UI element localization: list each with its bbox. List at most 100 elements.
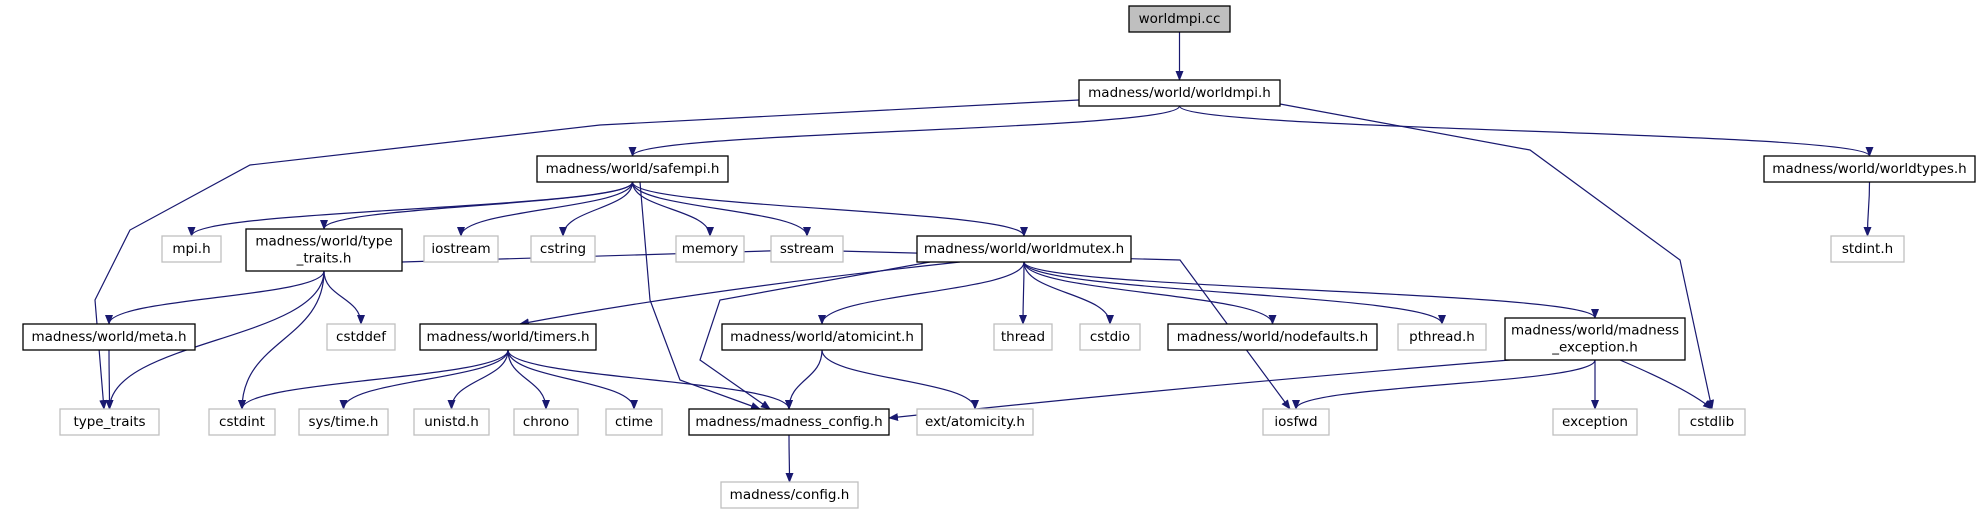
node-label: madness/world/type [255, 234, 392, 250]
node-box [413, 408, 490, 436]
node-label: chrono [523, 414, 569, 430]
node-thread: thread [993, 323, 1053, 351]
node-chrono: chrono [513, 408, 579, 436]
edge-timers-h-to-ctime [507, 349, 638, 410]
node-box [22, 323, 196, 351]
node-meta-h[interactable]: madness/world/meta.h [22, 323, 196, 351]
node-label: madness/madness_config.h [695, 414, 882, 430]
node-label: unistd.h [424, 414, 479, 430]
node-label: exception [1562, 414, 1628, 430]
node-box [1079, 323, 1141, 351]
edge-worldmutex-h-to-atomicint-h [818, 261, 1025, 325]
node-iosfwd: iosfwd [1262, 408, 1330, 436]
edge-safempi-h-to-cstring [559, 181, 634, 237]
node-label: sys/time.h [309, 414, 379, 430]
node-memory: memory [675, 235, 745, 263]
node-box [298, 408, 389, 436]
node-box [916, 235, 1132, 263]
node-pthread-h: pthread.h [1397, 323, 1487, 351]
node-box [1830, 235, 1905, 263]
node-label: cstring [540, 241, 586, 257]
node-label: iosfwd [1274, 414, 1317, 430]
node-label: madness/world/safempi.h [546, 161, 720, 177]
node-type-traits: type_traits [59, 408, 160, 436]
edge-madness-config-h-to-config-h [785, 434, 794, 483]
edge-madness-exception-h-to-cstdlib [1619, 359, 1713, 410]
node-sstream: sstream [770, 235, 844, 263]
edge-timers-h-to-unistd-h [447, 349, 509, 410]
node-label: _exception.h [1551, 340, 1638, 356]
node-box [245, 228, 403, 272]
node-label: _traits.h [296, 251, 352, 267]
node-worldmutex-h[interactable]: madness/world/worldmutex.h [916, 235, 1132, 263]
node-box [536, 155, 729, 183]
node-box [721, 323, 923, 351]
node-box [530, 235, 596, 263]
node-cstdint: cstdint [208, 408, 276, 436]
node-unistd-h: unistd.h [413, 408, 490, 436]
node-layer: worldmpi.cc madness/world/worldmpi.h madne… [22, 5, 1976, 509]
node-box [513, 408, 579, 436]
node-box [1678, 408, 1746, 436]
edge-worldmutex-h-to-timers-h [519, 261, 961, 327]
node-config-h: madness/config.h [720, 481, 859, 509]
node-label: cstdlib [1690, 414, 1734, 430]
node-label: cstdint [219, 414, 265, 430]
node-type-traits-h[interactable]: madness/world/type_traits.h [245, 228, 403, 272]
node-iostream: iostream [423, 235, 499, 263]
edge-worldmutex-h-to-thread [1019, 261, 1028, 325]
edge-worldtypes-h-to-stdint-h [1863, 181, 1872, 237]
edge-type-traits-h-to-cstddef [323, 270, 365, 325]
edge-timers-h-to-madness-config-h [507, 349, 793, 410]
edge-worldmutex-h-to-madness-exception-h [1023, 261, 1599, 319]
node-label: thread [1001, 329, 1045, 345]
node-box [605, 408, 663, 436]
edge-worldmutex-h-to-cstdio [1023, 261, 1114, 325]
node-cstddef: cstddef [326, 323, 396, 351]
node-box [675, 235, 745, 263]
node-label: cstddef [336, 329, 387, 345]
node-box [1504, 317, 1686, 361]
edge-layer [94, 32, 1874, 483]
node-cstdio: cstdio [1079, 323, 1141, 351]
edge-safempi-h-to-memory [631, 181, 714, 237]
node-madness-exception-h[interactable]: madness/world/madness_exception.h [1504, 317, 1686, 361]
edge-safempi-h-to-worldmutex-h [631, 181, 1028, 237]
edge-safempi-h-to-type-traits-h [320, 181, 634, 230]
node-box [419, 323, 597, 351]
edge-atomicint-h-to-ext-atomicity-h [821, 349, 979, 410]
edge-worldmutex-h-to-pthread-h [1023, 261, 1446, 325]
node-box [1763, 155, 1976, 183]
node-label: cstdio [1090, 329, 1130, 345]
node-cstdlib: cstdlib [1678, 408, 1746, 436]
node-label: worldmpi.cc [1139, 11, 1221, 27]
node-worldtypes-h[interactable]: madness/world/worldtypes.h [1763, 155, 1976, 183]
node-label: madness/world/atomicint.h [730, 329, 914, 345]
node-madness-config-h[interactable]: madness/madness_config.h [688, 408, 890, 436]
node-ctime: ctime [605, 408, 663, 436]
node-label: madness/world/meta.h [31, 329, 186, 345]
node-box [1552, 408, 1638, 436]
edge-safempi-h-to-iostream [457, 181, 634, 237]
edge-worldmpi-h-to-cstdlib [1279, 103, 1715, 410]
node-atomicint-h[interactable]: madness/world/atomicint.h [721, 323, 923, 351]
node-sys-time-h: sys/time.h [298, 408, 389, 436]
edge-safempi-h-to-madness-config-h [639, 181, 761, 410]
node-box [326, 323, 396, 351]
edge-type-traits-h-to-meta-h [105, 270, 325, 325]
node-timers-h[interactable]: madness/world/timers.h [419, 323, 597, 351]
node-label: madness/config.h [730, 487, 850, 503]
node-worldmpi-h[interactable]: madness/world/worldmpi.h [1078, 79, 1281, 107]
node-worldmpi-cc[interactable]: worldmpi.cc [1128, 5, 1231, 33]
node-box [161, 235, 222, 263]
node-label: madness/world/worldtypes.h [1772, 161, 1966, 177]
node-exception: exception [1552, 408, 1638, 436]
node-mpi-h: mpi.h [161, 235, 222, 263]
edge-safempi-h-to-mpi-h [187, 181, 634, 237]
edge-worldmpi-h-to-safempi-h [628, 105, 1181, 157]
node-box [1128, 5, 1231, 33]
node-nodefaults-h[interactable]: madness/world/nodefaults.h [1167, 323, 1378, 351]
edge-timers-h-to-sys-time-h [339, 349, 509, 410]
node-safempi-h[interactable]: madness/world/safempi.h [536, 155, 729, 183]
